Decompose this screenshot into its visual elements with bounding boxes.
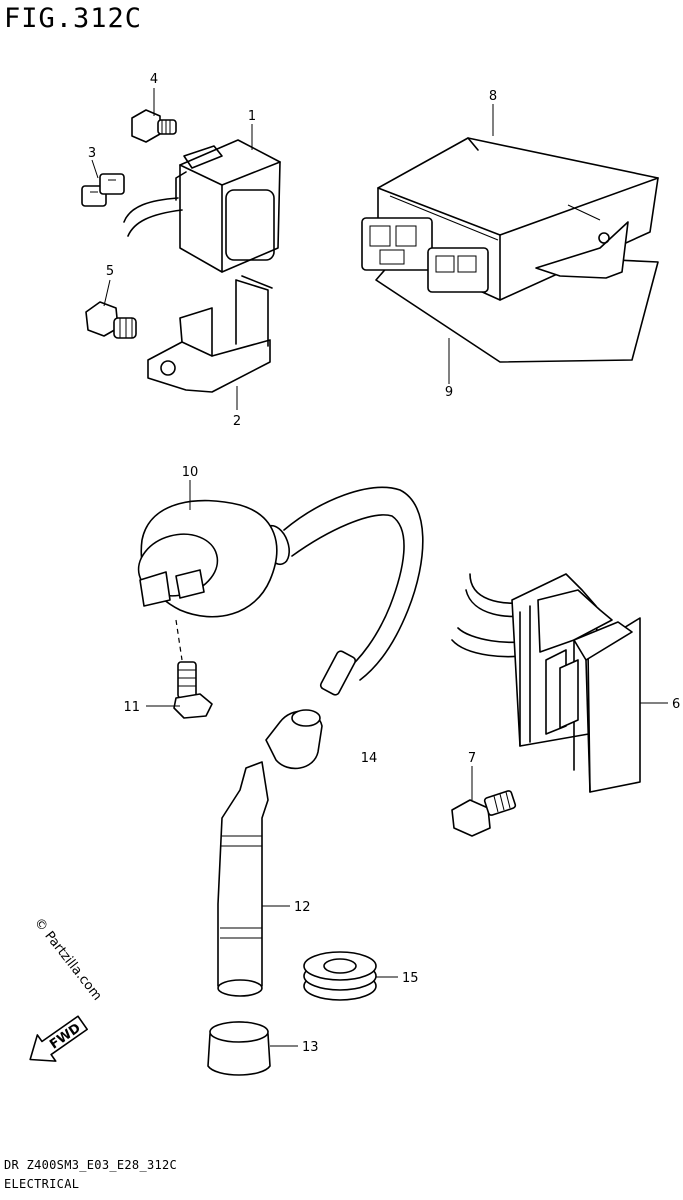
fwd-arrow-icon [29,1015,88,1062]
cdi-mounting-tab [535,221,629,279]
callout-15: 15 [402,971,419,986]
callout-2: 2 [233,414,241,429]
callout-11: 11 [123,700,140,715]
callout-3: 3 [88,146,96,161]
relay-body [179,139,281,273]
callout-13: 13 [302,1040,319,1055]
footer-model-code: DR Z400SM3_E03_E28_312C [4,1158,178,1172]
grommet [303,951,377,1001]
callout-8: 8 [489,89,497,104]
leader-lines [91,88,668,1047]
footer-section-name: ELECTRICAL [4,1177,80,1191]
callout-1: 1 [248,109,256,124]
ignition-coil [137,486,424,696]
callout-14: 14 [361,751,378,766]
plug-cap [217,709,323,997]
bolt-7 [451,790,517,837]
callout-labels: 4 1 3 5 2 8 9 10 11 12 13 14 15 6 7 [88,72,680,1055]
callout-12: 12 [294,900,311,915]
cdi-unit [361,137,659,363]
callout-4: 4 [150,72,158,87]
bolt-11 [173,661,213,719]
bracket-base [147,339,271,393]
callout-9: 9 [445,385,453,400]
starter-relay [123,139,281,273]
callout-6: 6 [672,697,680,712]
callout-7: 7 [468,751,476,766]
bolt-4 [131,109,177,143]
regulator-rectifier [451,573,641,793]
fwd-arrow: FWD [29,1015,88,1062]
figure-title: FIG.312C [4,3,143,34]
bolt-5 [85,301,137,339]
cap-13 [207,1021,271,1076]
callout-10: 10 [182,465,199,480]
fuse [81,173,125,207]
watermark-text: © Partzilla.com [31,915,105,1003]
relay-bracket [147,275,273,393]
callout-5: 5 [106,264,114,279]
